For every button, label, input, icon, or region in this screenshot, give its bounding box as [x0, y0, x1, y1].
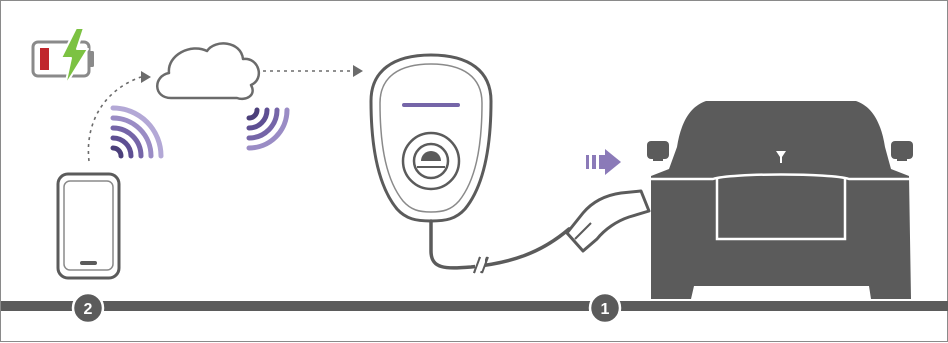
step-number-1: 1 [601, 301, 610, 318]
charging-plug-icon [565, 189, 651, 253]
wireless-signal-icon-cloud [246, 107, 290, 151]
step-badge-2: 2 [71, 291, 105, 325]
wallbox-charger-icon [369, 53, 493, 223]
battery-charging-icon [31, 27, 94, 87]
ground-line [1, 301, 948, 311]
step-badge-1: 1 [588, 291, 622, 325]
car-front-icon [647, 101, 913, 299]
wireless-signal-icon-phone [110, 105, 164, 159]
phone-to-cloud-arrow [87, 71, 151, 162]
cloud-icon [156, 42, 261, 101]
cloud-to-charger-arrow [263, 65, 363, 77]
smartphone-icon [56, 172, 121, 280]
step-number-2: 2 [84, 301, 93, 318]
charging-direction-arrow-icon [586, 149, 621, 175]
charging-cable [429, 219, 571, 274]
